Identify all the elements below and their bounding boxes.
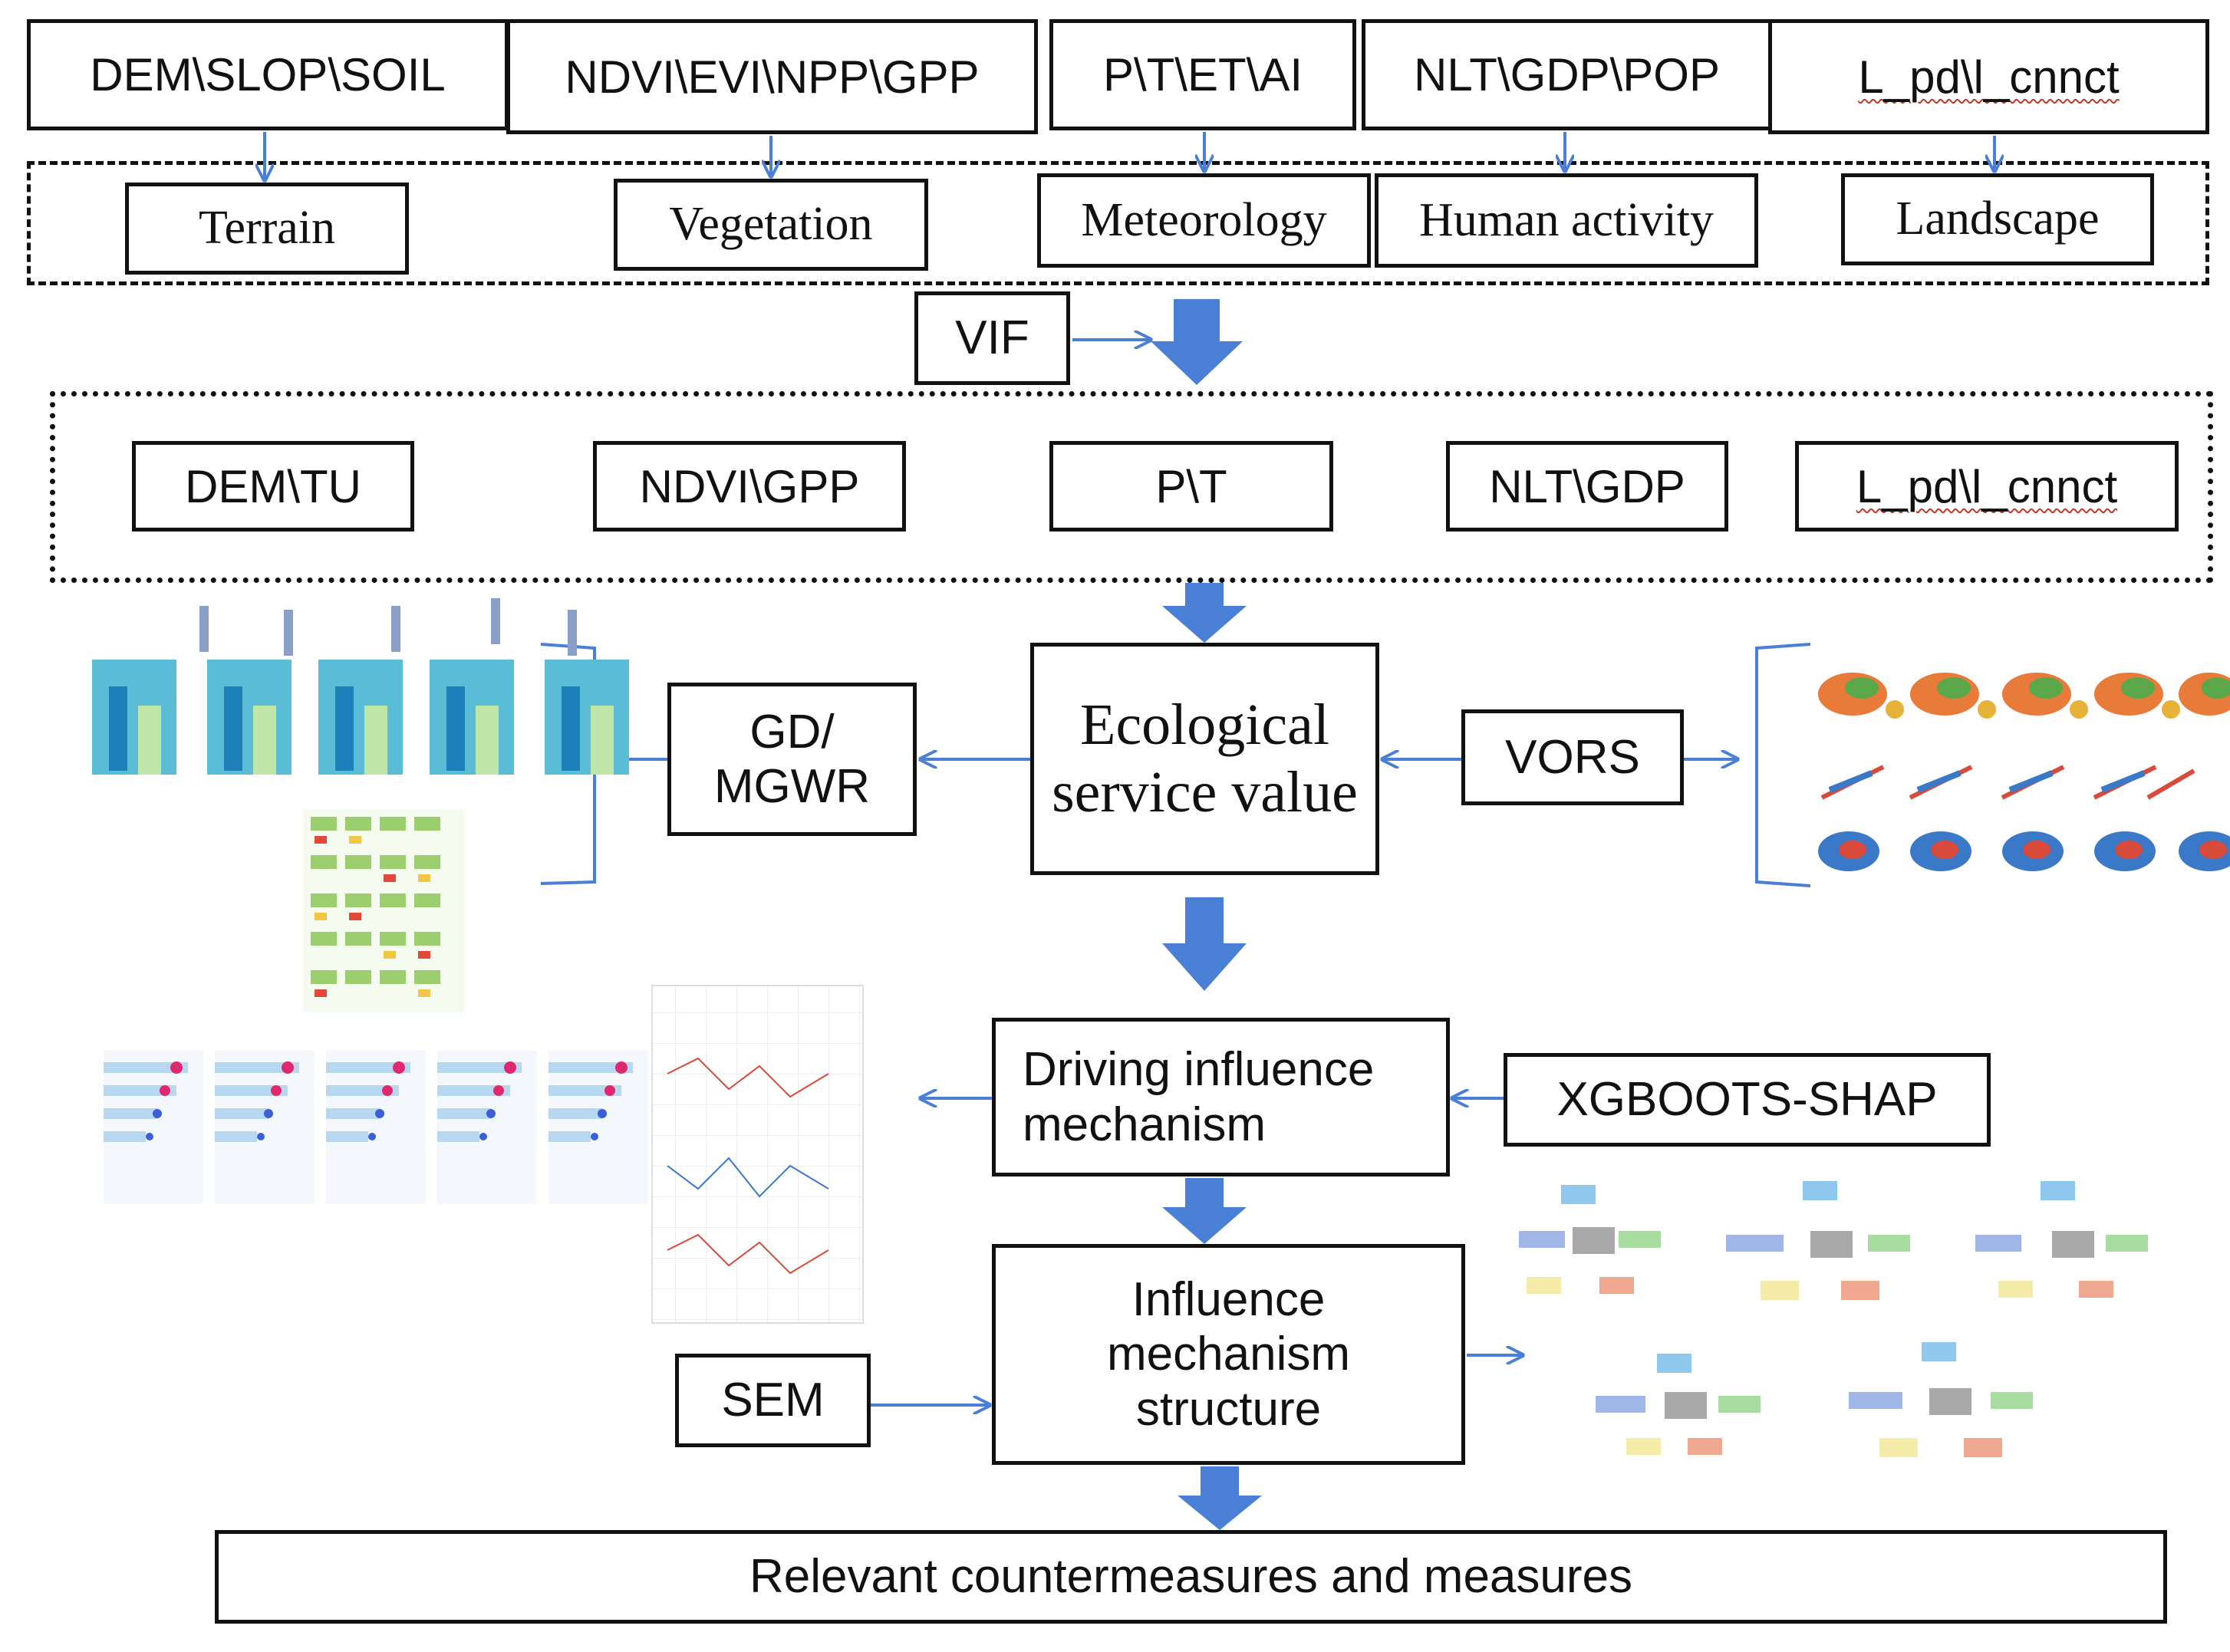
category-human-box: Human activity [1375,173,1758,268]
category-vegetation-box: Vegetation [614,179,928,271]
input-human-label: NLT\GDP\POP [1414,49,1720,100]
countermeasures-box: Relevant countermeasures and measures [215,1530,2167,1624]
driving-label: Driving influence mechanism [1023,1043,1375,1151]
selected-vegetation-label: NDVI\GPP [639,460,860,512]
selected-meteorology-box: P\T [1049,441,1333,531]
input-human-box: NLT\GDP\POP [1362,19,1772,130]
right-bracket [1755,643,1811,887]
selected-human-box: NLT\GDP [1446,441,1728,531]
sem-thumbnails [1519,1181,2148,1457]
input-down-arrows [265,132,1994,180]
vors-box: VORS [1461,709,1684,805]
category-meteorology-box: Meteorology [1037,173,1371,268]
selected-vegetation-box: NDVI\GPP [593,441,906,531]
input-terrain-label: DEM\SLOP\SOIL [90,49,446,100]
selected-meteorology-label: P\T [1155,460,1227,512]
structure-label: Influence mechanism structure [1107,1273,1350,1436]
selected-landscape-label: L_pd\l_cnnct [1856,460,2118,512]
driving-box: Driving influence mechanism [992,1018,1450,1176]
xgboost-box: XGBOOTS-SHAP [1504,1053,1991,1147]
countermeasures-label: Relevant countermeasures and measures [749,1550,1633,1604]
shap-thumbnails [104,985,864,1324]
category-landscape-label: Landscape [1896,193,2100,245]
xgboost-label: XGBOOTS-SHAP [1556,1073,1938,1127]
vif-label: VIF [955,311,1029,365]
category-landscape-box: Landscape [1841,173,2154,265]
gd-mgwr-label: GD/ MGWR [713,705,871,813]
vif-box: VIF [914,291,1070,385]
category-meteorology-label: Meteorology [1081,193,1327,246]
selected-human-label: NLT\GDP [1489,460,1685,512]
connector-arrows [606,759,1738,1405]
selected-terrain-label: DEM\TU [185,460,361,512]
gd-thumbnail-maps [303,809,464,1012]
selected-container [50,391,2213,583]
input-terrain-box: DEM\SLOP\SOIL [27,19,509,130]
input-vegetation-box: NDVI\EVI\NPP\GPP [506,19,1038,134]
selected-terrain-box: DEM\TU [132,441,414,531]
category-terrain-box: Terrain [125,183,409,275]
input-meteorology-label: P\T\ET\AI [1102,49,1303,100]
category-container [27,161,2209,285]
category-terrain-label: Terrain [198,202,336,255]
selected-landscape-box: L_pd\l_cnnct [1795,441,2179,531]
gd-mgwr-box: GD/ MGWR [667,683,917,836]
structure-box: Influence mechanism structure [992,1244,1465,1465]
input-vegetation-label: NDVI\EVI\NPP\GPP [565,51,980,103]
block-arrows [1151,299,1262,1530]
vors-thumbnail-maps [1818,673,2230,871]
input-landscape-label: L_pd\l_cnnct [1858,51,2120,103]
input-landscape-box: L_pd\l_cnnct [1768,19,2209,134]
vors-label: VORS [1505,730,1640,784]
esv-box: Ecological service value [1030,643,1379,875]
sem-label: SEM [721,1374,825,1427]
category-human-label: Human activity [1419,193,1714,246]
esv-label: Ecological service value [1052,693,1358,824]
category-vegetation-label: Vegetation [669,198,873,251]
gd-thumbnail-panels [92,598,629,775]
sem-box: SEM [675,1354,871,1447]
input-meteorology-box: P\T\ET\AI [1049,19,1356,130]
